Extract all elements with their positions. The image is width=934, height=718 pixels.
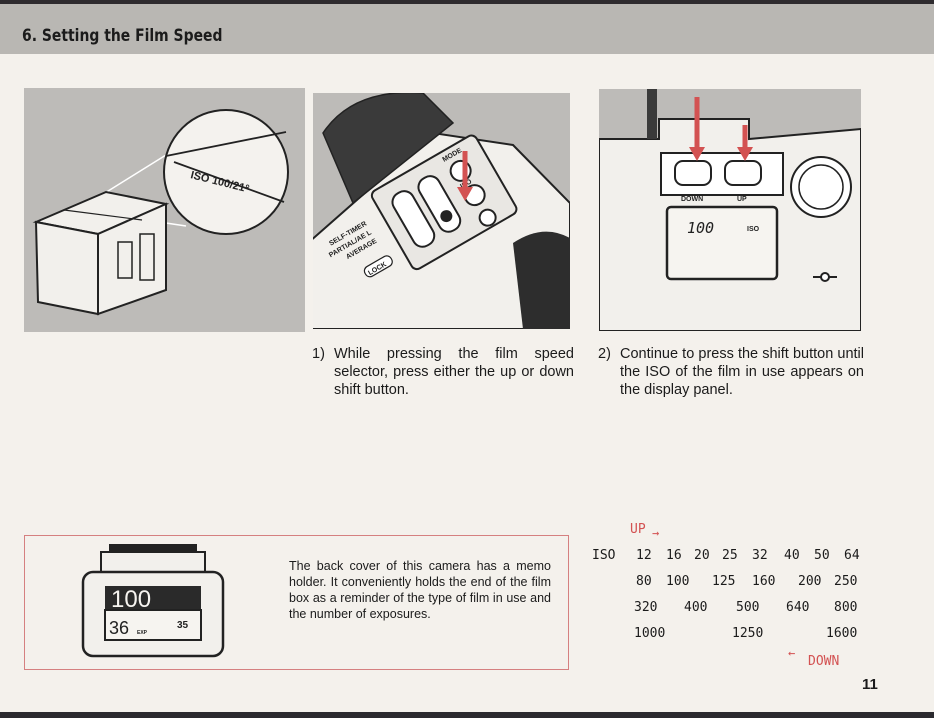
right-arrow-icon: → <box>652 526 660 540</box>
iso-value: 1250 <box>732 626 764 641</box>
step-2: 2) Continue to press the shift button un… <box>598 345 864 399</box>
iso-value: 200 <box>798 574 822 589</box>
step-number: 2) <box>598 346 611 362</box>
iso-value: 500 <box>736 600 760 615</box>
display-unit: ISO <box>747 226 760 233</box>
iso-value: 640 <box>786 600 810 615</box>
iso-value: 250 <box>834 574 858 589</box>
memo-card-exp-unit: EXP <box>137 630 148 636</box>
down-label: DOWN <box>681 196 703 203</box>
iso-value: 50 <box>814 548 830 563</box>
display-panel-illustration: DOWN UP 100 ISO <box>599 89 861 331</box>
iso-value: 160 <box>752 574 776 589</box>
memo-holder-illustration: 100 36 EXP 35 <box>81 544 225 658</box>
iso-value: 800 <box>834 600 858 615</box>
iso-value: 125 <box>712 574 736 589</box>
iso-value: 320 <box>634 600 658 615</box>
film-box-illustration: ISO 100/21° <box>24 88 305 332</box>
up-label: UP <box>737 196 747 203</box>
iso-value: 32 <box>752 548 768 563</box>
iso-value: 16 <box>666 548 682 563</box>
left-arrow-icon: ← <box>788 646 796 660</box>
page-number: 11 <box>862 676 878 693</box>
iso-value: 1600 <box>826 626 858 641</box>
iso-value: 25 <box>722 548 738 563</box>
section-header: 6. Setting the Film Speed <box>0 4 934 54</box>
iso-speed-table: UP → ISO 12 16 20 25 32 40 50 64 80 100 … <box>590 520 870 680</box>
memo-holder-note: 100 36 EXP 35 The back cover of this cam… <box>24 535 569 670</box>
step-number: 1) <box>312 346 325 362</box>
step-text: Continue to press the shift button until… <box>620 346 864 398</box>
step-1: 1) While pressing the film speed selecto… <box>312 345 574 399</box>
iso-value: 1000 <box>634 626 666 641</box>
iso-value: 400 <box>684 600 708 615</box>
display-value: 100 <box>687 219 714 237</box>
memo-card-format: 35 <box>177 620 189 631</box>
camera-top-illustration: MODE ISO SELF-TIMER PARTIAL/AE L AVERAGE… <box>313 93 570 329</box>
iso-value: 64 <box>844 548 860 563</box>
iso-value: 100 <box>666 574 690 589</box>
iso-value: 80 <box>636 574 652 589</box>
up-direction-label: UP <box>630 522 646 537</box>
page-title: 6. Setting the Film Speed <box>22 26 223 46</box>
iso-label: ISO <box>592 548 616 563</box>
bottom-border <box>0 712 934 718</box>
top-border <box>0 0 934 4</box>
iso-value: 40 <box>784 548 800 563</box>
memo-card-exposures: 36 <box>109 618 129 638</box>
memo-description: The back cover of this camera has a memo… <box>289 559 551 621</box>
step-text: While pressing the film speed selector, … <box>334 346 574 398</box>
iso-value: 20 <box>694 548 710 563</box>
memo-card-speed: 100 <box>111 586 151 613</box>
iso-value: 12 <box>636 548 652 563</box>
down-direction-label: DOWN <box>808 654 840 669</box>
